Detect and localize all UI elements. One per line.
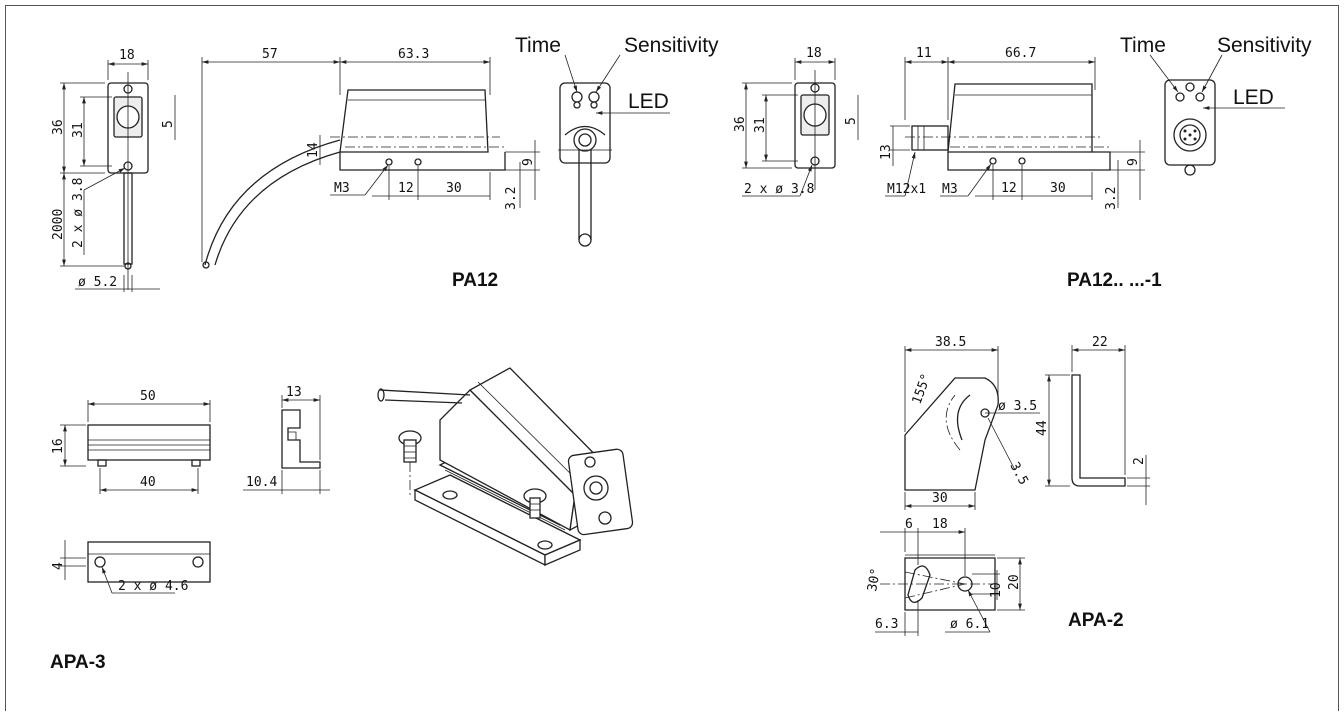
- apa3-title: APA-3: [50, 652, 106, 673]
- pa12-1-title: PA12.. ...-1: [1067, 270, 1162, 291]
- pa12-dim-14: 14: [306, 142, 321, 158]
- apa2-angle-155: 155°: [910, 372, 935, 407]
- pa12-1-dim-12: 12: [1001, 181, 1017, 196]
- apa3-dim-104: 10.4: [246, 475, 277, 490]
- pa12-1-dim-30: 30: [1050, 181, 1066, 196]
- pa12-sensitivity-label: Sensitivity: [624, 34, 719, 57]
- apa2-angle-30: 30°: [865, 567, 884, 593]
- pa12-1-dim-9: 9: [1126, 158, 1141, 166]
- apa3-holes-label: 2 x ø 4.6: [118, 579, 188, 594]
- pa12-1-dim-13: 13: [879, 144, 894, 160]
- pa12-1-back-view: Time Sensitivity LED: [1120, 34, 1312, 176]
- apa2-dim-20: 20: [1007, 574, 1022, 590]
- apa2-dim-22: 22: [1092, 335, 1108, 350]
- pa12-1-time-label: Time: [1120, 34, 1166, 57]
- pa12-1-width-18: 18: [806, 46, 822, 61]
- apa3-front-view: 50 16 40: [51, 389, 211, 494]
- drawing-frame: [5, 5, 1339, 711]
- pa12-1-height-31: 31: [753, 117, 768, 133]
- pa12-front-view: 18 36 31 5 2000 2 x ø 3.8 ø 5.2: [51, 48, 176, 292]
- pa12-1-holes-label: 2 x ø 3.8: [744, 182, 814, 197]
- apa2-front-view: 38.5 155° ø 3.5 3.5 30: [904, 335, 1040, 510]
- pa12-time-label: Time: [515, 34, 561, 57]
- pa12-cable-length: 2000: [51, 209, 66, 240]
- apa2-side-view: 22 44 2: [1035, 335, 1150, 505]
- pa12-dim-12: 12: [398, 181, 414, 196]
- apa2-dim-18: 18: [932, 517, 948, 532]
- pa12-led-label: LED: [628, 90, 669, 113]
- isometric-assembly-view: [377, 367, 634, 567]
- pa12-1-side-view: 11 66.7 13 9 3.2 M12x1 M3 12 30: [879, 46, 1145, 210]
- pa12-1-m3-label: M3: [942, 182, 958, 197]
- apa2-dim-30: 30: [932, 491, 948, 506]
- pa12-cable-diameter: ø 5.2: [78, 275, 117, 290]
- apa2-dim-2: 2: [1132, 457, 1147, 465]
- apa2-hole-61: ø 6.1: [950, 617, 989, 632]
- pa12-m3-label: M3: [334, 181, 350, 196]
- apa3-dim-50: 50: [140, 389, 156, 404]
- pa12-1-height-36: 36: [733, 116, 748, 132]
- pa12-1-led-label: LED: [1233, 86, 1274, 109]
- pa12-back-view: Time Sensitivity LED: [515, 34, 719, 247]
- pa12-dim-5: 5: [161, 120, 176, 128]
- apa3-dim-4: 4: [51, 562, 66, 570]
- pa12-holes-label: 2 x ø 3.8: [71, 178, 86, 248]
- pa12-height-31: 31: [71, 122, 86, 138]
- apa3-dim-16: 16: [51, 438, 66, 454]
- pa12-dim-63: 63.3: [398, 47, 429, 62]
- pa12-dim-9: 9: [521, 158, 536, 166]
- pa12-1-sensitivity-label: Sensitivity: [1217, 34, 1312, 57]
- apa2-dim-44: 44: [1035, 420, 1050, 436]
- pa12-height-36: 36: [51, 119, 66, 135]
- pa12-1-dim-11: 11: [916, 46, 932, 61]
- apa3-dim-40: 40: [140, 475, 156, 490]
- pa12-width-18: 18: [119, 48, 135, 63]
- pa12-dim-57: 57: [262, 47, 278, 62]
- apa2-top-view: 6 18 30° 10 20 6.3 ø 6.1: [865, 517, 1025, 636]
- apa2-dim-35: 3.5: [1006, 460, 1030, 488]
- apa3-top-view: 4 2 x ø 4.6: [51, 540, 211, 594]
- pa12-dim-30: 30: [446, 181, 462, 196]
- apa3-side-view: 13 10.4: [243, 385, 330, 494]
- apa2-dim-6: 6: [905, 517, 913, 532]
- pa12-1-dim-5: 5: [844, 117, 859, 125]
- pa12-title: PA12: [452, 270, 498, 291]
- apa2-dim-63: 6.3: [875, 617, 898, 632]
- apa2-dim-10: 10: [989, 582, 1004, 598]
- apa2-dim-385: 38.5: [935, 335, 966, 350]
- apa2-hole-35: ø 3.5: [998, 399, 1037, 414]
- pa12-dim-32: 3.2: [504, 187, 519, 210]
- pa12-1-m12-label: M12x1: [887, 182, 926, 197]
- apa2-title: APA-2: [1068, 610, 1124, 631]
- pa12-1-dim-667: 66.7: [1005, 46, 1036, 61]
- pa12-1-dim-32: 3.2: [1104, 187, 1119, 210]
- pa12-side-view: 57 63.3 14 9 3.2 M3 12 30: [201, 47, 540, 269]
- pa12-1-front-view: 18 36 31 5 2 x ø 3.8: [733, 46, 859, 197]
- apa3-dim-13: 13: [286, 385, 302, 400]
